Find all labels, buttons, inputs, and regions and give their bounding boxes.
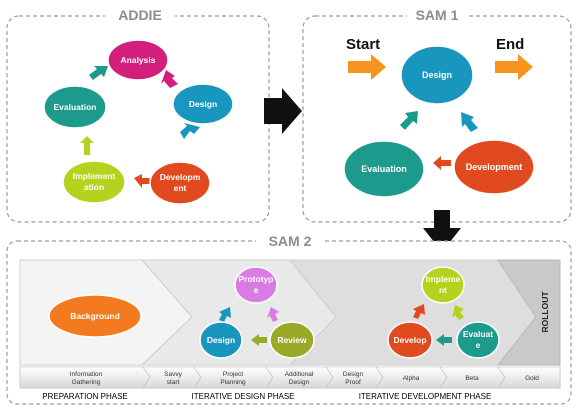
sam1-arrow-development-evaluation	[433, 156, 451, 170]
svg-text:Evaluat: Evaluat	[463, 329, 493, 339]
addie-arrow-analysis-design	[161, 70, 178, 88]
svg-text:Evaluation: Evaluation	[361, 164, 407, 174]
sam2-arrow-evaluate-develop	[436, 334, 452, 346]
svg-text:Prototyp: Prototyp	[239, 274, 274, 284]
sam1-end-label: End	[496, 36, 524, 53]
svg-text:Implement: Implement	[73, 171, 116, 181]
svg-text:start: start	[167, 379, 180, 386]
addie-arrow-implementation-evaluation	[80, 136, 94, 155]
sam2-step-additional-design: Additional Design	[265, 366, 334, 389]
sam1-start-arrow	[348, 54, 386, 80]
svg-text:Design: Design	[343, 371, 364, 378]
sam1-panel: SAM 1 Start End Design Development Evalu…	[302, 7, 572, 223]
sam1-title: SAM 1	[416, 7, 459, 23]
addie-arrow-evaluation-analysis	[89, 66, 108, 80]
sam1-end-arrow	[495, 54, 533, 80]
svg-text:e: e	[476, 340, 481, 350]
svg-text:Design: Design	[289, 379, 310, 386]
sam2-step-beta: Beta	[439, 366, 506, 389]
svg-text:Project: Project	[223, 371, 243, 378]
svg-text:Analysis: Analysis	[121, 55, 156, 65]
svg-text:nt: nt	[439, 285, 447, 295]
sam2-phase-iterative-design: ITERATIVE DESIGN PHASE	[192, 392, 295, 401]
sam2-step-project-planning: Project Planning	[193, 366, 274, 389]
sam2-node-evaluate: Evaluat e	[456, 321, 500, 359]
sam2-node-develop: Develop	[387, 321, 433, 359]
addie-arrow-design-development	[180, 123, 200, 139]
addie-node-analysis: Analysis	[107, 39, 169, 81]
sam2-step-alpha: Alpha	[375, 366, 448, 389]
svg-text:Information: Information	[70, 371, 103, 378]
svg-text:Development: Development	[466, 162, 523, 172]
sam2-panel: SAM 2 ROLLOUT Background Prototyp e Desi…	[6, 233, 572, 405]
sam2-step-design-proof: Design Proof	[325, 366, 384, 389]
sam2-step-savvy-start: Savvy start	[142, 366, 202, 389]
svg-text:Evaluation: Evaluation	[54, 102, 97, 112]
svg-text:Design: Design	[189, 99, 217, 109]
svg-text:Gathering: Gathering	[72, 379, 101, 386]
addie-arrow-development-implementation	[134, 174, 151, 188]
sam2-step-gold: Gold	[497, 366, 561, 389]
addie-node-design: Design	[172, 83, 234, 125]
sam2-node-background: Background	[48, 294, 142, 338]
svg-text:Develop: Develop	[393, 335, 426, 345]
svg-text:Beta: Beta	[465, 375, 479, 382]
addie-node-development: Developm ent	[149, 161, 211, 205]
svg-text:Review: Review	[277, 335, 307, 345]
sam2-arrow-prototype-review	[267, 307, 279, 322]
svg-text:Design: Design	[207, 335, 235, 345]
svg-text:Additional: Additional	[285, 371, 314, 378]
svg-text:Design: Design	[422, 70, 452, 80]
svg-text:Proof: Proof	[345, 379, 361, 386]
sam2-phase-preparation: PREPARATION PHASE	[42, 392, 128, 401]
sam2-node-prototype: Prototyp e	[234, 266, 278, 304]
addie-node-evaluation: Evaluation	[43, 85, 107, 129]
arrow-addie-to-sam1	[264, 88, 302, 134]
sam2-arrow-implement-evaluate	[452, 305, 464, 320]
sam2-node-review: Review	[269, 321, 315, 359]
sam2-rollout-chevron	[496, 259, 561, 366]
svg-text:Savvy: Savvy	[164, 371, 182, 378]
sam2-step-bar: Information Gathering Savvy start Projec…	[19, 366, 561, 389]
sam2-rollout-label: ROLLOUT	[540, 291, 550, 333]
sam1-node-design: Design	[400, 45, 474, 105]
sam1-arrow-design-development	[461, 112, 478, 132]
svg-text:e: e	[254, 285, 259, 295]
addie-node-implementation: Implement ation	[62, 160, 126, 204]
svg-text:Planning: Planning	[220, 379, 246, 386]
sam1-node-development: Development	[453, 139, 535, 195]
sam2-phase-iterative-development: ITERATIVE DEVELOPMENT PHASE	[359, 392, 492, 401]
sam1-arrow-evaluation-design	[400, 111, 418, 130]
svg-text:Background: Background	[70, 311, 120, 321]
sam1-node-evaluation: Evaluation	[343, 140, 425, 198]
arrow-sam1-to-sam2	[423, 210, 461, 252]
sam1-start-label: Start	[346, 36, 380, 53]
sam2-node-implement: Impleme nt	[421, 266, 465, 304]
addie-title: ADDIE	[118, 7, 162, 23]
sam2-arrow-design-prototype	[219, 307, 231, 322]
sam2-title: SAM 2	[269, 233, 312, 249]
sam2-step-information-gathering: Information Gathering	[19, 366, 151, 389]
svg-text:ation: ation	[84, 182, 104, 192]
sam2-arrow-review-design	[251, 334, 267, 346]
svg-text:Alpha: Alpha	[403, 375, 420, 382]
svg-text:Impleme: Impleme	[426, 274, 461, 284]
sam2-arrow-develop-implement	[413, 304, 425, 319]
addie-panel: ADDIE Analysis Design Developm ent Imple…	[6, 7, 270, 223]
svg-text:ent: ent	[174, 183, 187, 193]
svg-text:Gold: Gold	[525, 375, 539, 382]
sam2-node-design: Design	[199, 321, 243, 359]
svg-text:Developm: Developm	[160, 172, 201, 182]
